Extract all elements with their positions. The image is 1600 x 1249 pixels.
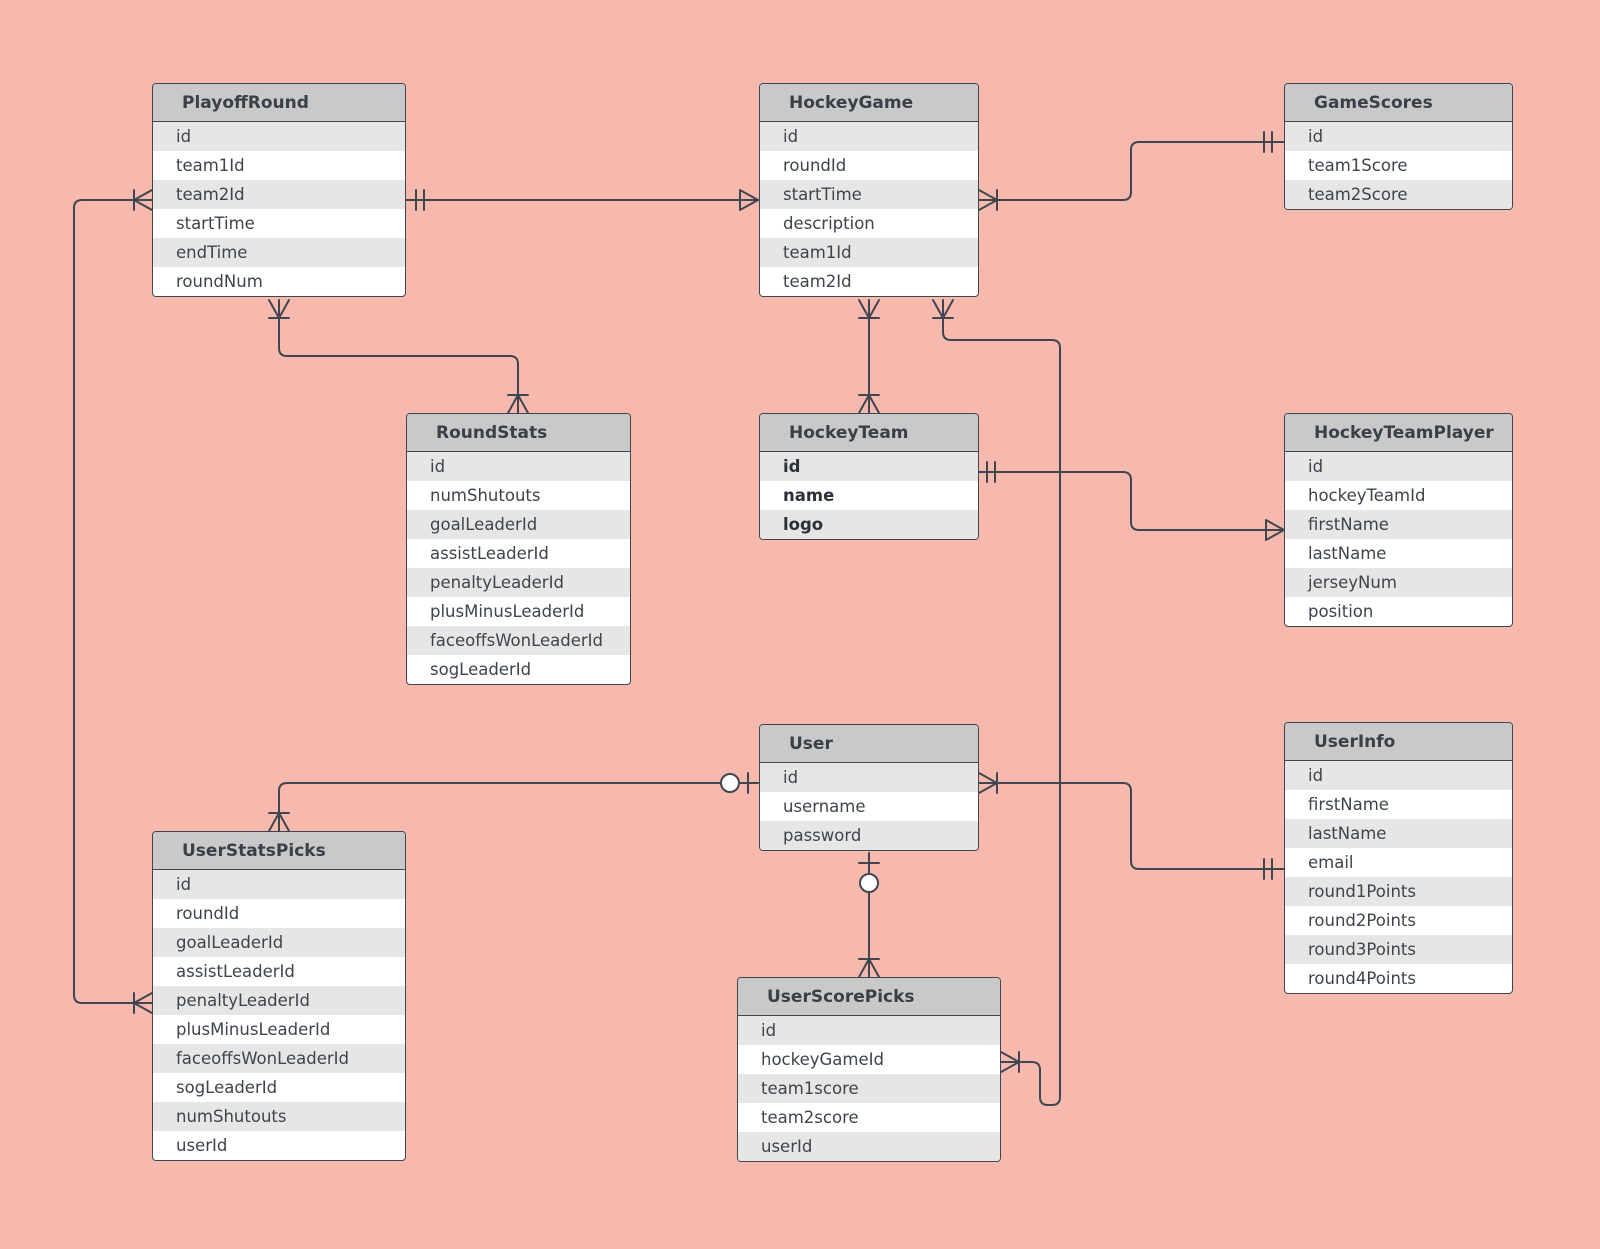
field-row: position <box>1308 602 1374 621</box>
rel-hockeygame-userscorepicks <box>932 299 1061 1106</box>
field-row: id <box>153 870 405 899</box>
field-row: assistLeaderId <box>176 962 295 981</box>
entity-title: UserStatsPicks <box>153 832 405 870</box>
field-row: numShutouts <box>430 486 541 505</box>
field-row: hockeyTeamId <box>1308 486 1426 505</box>
entity-roundstats[interactable]: RoundStats id numShutouts goalLeaderId assi… <box>406 413 631 685</box>
field-list: id hockeyTeamId firstName lastName jerseyNum… <box>1285 452 1512 626</box>
field-row: team1Id <box>760 238 978 267</box>
entity-title: RoundStats <box>407 414 630 452</box>
field-row: team2score <box>761 1108 859 1127</box>
entity-title: HockeyTeam <box>760 414 978 452</box>
field-row: description <box>783 214 875 233</box>
field-row: id <box>1285 452 1512 481</box>
field-row: id <box>153 122 405 151</box>
field-row: logo <box>760 510 978 539</box>
field-list: id firstName lastName email round1Points roun… <box>1285 761 1512 993</box>
entity-user[interactable]: User id username password <box>759 724 979 851</box>
rel-hockeygame-gamescores <box>978 131 1285 211</box>
field-row: round4Points <box>1308 969 1416 988</box>
rel-hockeyteam-hockeyteamplayer <box>978 461 1285 541</box>
field-list: id team1Score team2Score <box>1285 122 1512 209</box>
field-list: id numShutouts goalLeaderId assistLeaderId p… <box>407 452 630 684</box>
field-row: round1Points <box>1285 877 1512 906</box>
field-row: firstName <box>1285 510 1512 539</box>
rel-user-userstatspicks <box>268 772 759 832</box>
entity-userinfo[interactable]: UserInfo id firstName lastName email round1P… <box>1284 722 1513 994</box>
field-row: name <box>783 486 835 505</box>
field-row: team1Id <box>176 156 245 175</box>
field-row: lastName <box>1308 544 1387 563</box>
field-row: team2Id <box>153 180 405 209</box>
entity-title: HockeyTeamPlayer <box>1285 414 1512 452</box>
field-row: round3Points <box>1285 935 1512 964</box>
field-row: id <box>760 452 978 481</box>
field-row: penaltyLeaderId <box>153 986 405 1015</box>
entity-title: HockeyGame <box>760 84 978 122</box>
field-row: numShutouts <box>153 1102 405 1131</box>
field-row: id <box>407 452 630 481</box>
field-row: goalLeaderId <box>407 510 630 539</box>
field-row: goalLeaderId <box>153 928 405 957</box>
field-row: roundId <box>176 904 240 923</box>
field-row: password <box>760 821 978 850</box>
field-row: id <box>1285 122 1512 151</box>
field-row: userId <box>738 1132 1000 1161</box>
field-row: roundNum <box>176 272 263 291</box>
field-row: team1Score <box>1308 156 1408 175</box>
field-list: id roundId startTime description team1Id team… <box>760 122 978 296</box>
entity-userscorepicks[interactable]: UserScorePicks id hockeyGameId team1score t… <box>737 977 1001 1162</box>
field-row: sogLeaderId <box>430 660 532 679</box>
field-row: firstName <box>1308 795 1389 814</box>
field-row: id <box>738 1016 1000 1045</box>
rel-user-userinfo <box>978 772 1285 880</box>
field-list: id roundId goalLeaderId assistLeaderId penal… <box>153 870 405 1160</box>
field-row: startTime <box>176 214 255 233</box>
field-row: plusMinusLeaderId <box>430 602 585 621</box>
field-row: endTime <box>153 238 405 267</box>
field-row: email <box>1308 853 1354 872</box>
entity-gamescores[interactable]: GameScores id team1Score team2Score <box>1284 83 1513 210</box>
field-row: id <box>1285 761 1512 790</box>
entity-title: PlayoffRound <box>153 84 405 122</box>
rel-playoffround-roundstats <box>268 299 529 414</box>
field-row: assistLeaderId <box>430 544 549 563</box>
field-row: lastName <box>1285 819 1512 848</box>
field-row: round2Points <box>1308 911 1416 930</box>
entity-playoffround[interactable]: PlayoffRound id team1Id team2Id startTime en… <box>152 83 406 297</box>
rel-playoffround-userstatspicks <box>73 189 153 1014</box>
field-row: id <box>760 763 978 792</box>
field-list: id team1Id team2Id startTime endTime roundNum <box>153 122 405 296</box>
field-row: penaltyLeaderId <box>407 568 630 597</box>
field-row: id <box>760 122 978 151</box>
field-row: jerseyNum <box>1285 568 1512 597</box>
rel-hockeygame-hockeyteam <box>858 299 880 414</box>
entity-hockeygame[interactable]: HockeyGame id roundId startTime description… <box>759 83 979 297</box>
entity-title: GameScores <box>1285 84 1512 122</box>
entity-hockeyteam[interactable]: HockeyTeam id name logo <box>759 413 979 540</box>
entity-userstatspicks[interactable]: UserStatsPicks id roundId goalLeaderId assi… <box>152 831 406 1161</box>
field-row: startTime <box>760 180 978 209</box>
entity-title: User <box>760 725 978 763</box>
field-list: id hockeyGameId team1score team2score userId <box>738 1016 1000 1161</box>
field-row: faceoffsWonLeaderId <box>407 626 630 655</box>
entity-hockeyteamplayer[interactable]: HockeyTeamPlayer id hockeyTeamId firstName… <box>1284 413 1513 627</box>
field-row: sogLeaderId <box>176 1078 278 1097</box>
field-row: faceoffsWonLeaderId <box>153 1044 405 1073</box>
entity-title: UserInfo <box>1285 723 1512 761</box>
field-list: id name logo <box>760 452 978 539</box>
field-row: username <box>783 797 866 816</box>
field-row: team1score <box>738 1074 1000 1103</box>
rel-user-userscorepicks <box>858 852 880 978</box>
field-row: plusMinusLeaderId <box>176 1020 331 1039</box>
field-list: id username password <box>760 763 978 850</box>
field-row: team2Score <box>1285 180 1512 209</box>
field-row: hockeyGameId <box>761 1050 884 1069</box>
entity-title: UserScorePicks <box>738 978 1000 1016</box>
field-row: roundId <box>783 156 847 175</box>
rel-playoffround-hockeygame <box>405 189 759 211</box>
field-row: team2Id <box>783 272 852 291</box>
field-row: userId <box>176 1136 228 1155</box>
